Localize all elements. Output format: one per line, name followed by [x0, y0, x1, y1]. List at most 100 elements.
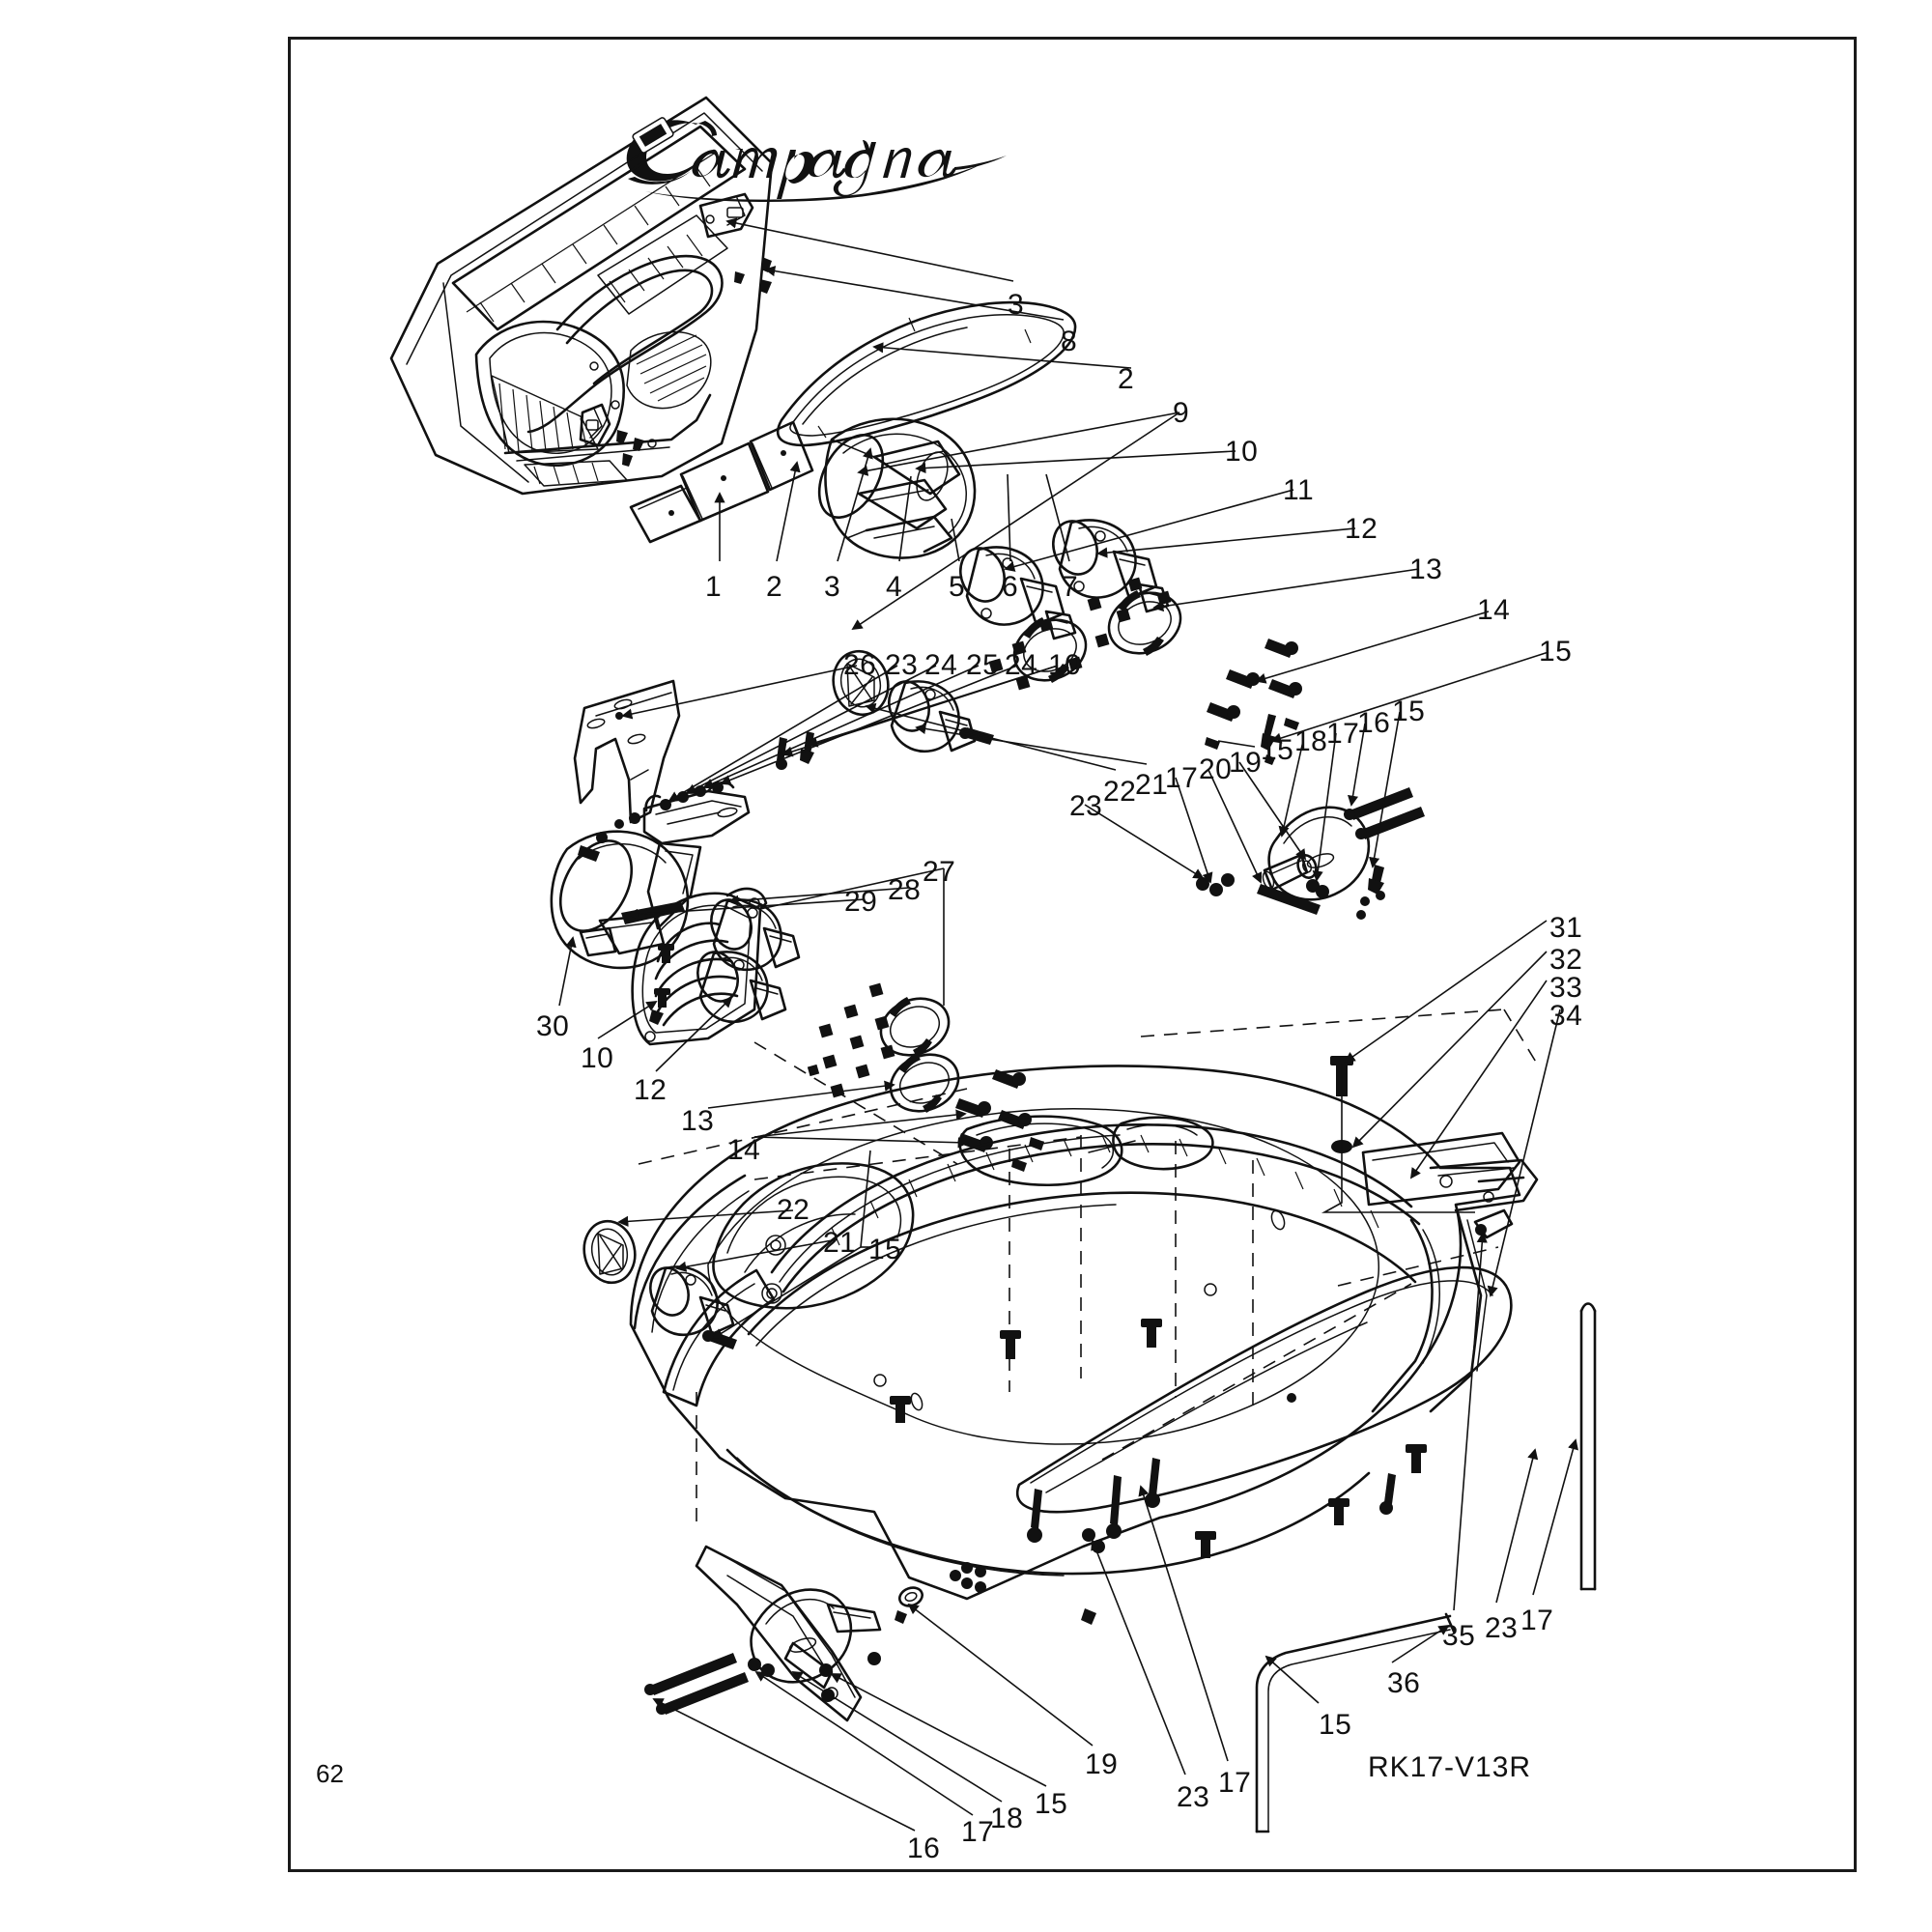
callout-17-e: 17 [1520, 1605, 1554, 1636]
callout-24: 24 [924, 649, 958, 681]
callout-21: 21 [1135, 769, 1169, 801]
callout-36: 36 [1387, 1667, 1421, 1699]
callout-9: 9 [1173, 397, 1190, 429]
pins-body-lower [950, 1562, 986, 1593]
roll-hoop-tube-36 [1255, 1612, 1456, 1833]
callout-6: 6 [1002, 571, 1019, 603]
trim-panels-5-6-7 [629, 420, 814, 544]
callout-10-c: 10 [581, 1042, 614, 1074]
callout-24-b: 24 [1005, 649, 1038, 681]
callout-17-c: 17 [961, 1816, 995, 1848]
callout-35: 35 [1442, 1620, 1476, 1652]
callout-4: 4 [886, 571, 903, 603]
callout-25: 25 [966, 649, 1000, 681]
pins-17-mid [1306, 879, 1329, 898]
callout-23: 23 [885, 649, 919, 681]
callout-22: 22 [1103, 776, 1137, 808]
rods-16-lower [644, 1653, 749, 1715]
callout-1: 1 [705, 571, 723, 603]
pin-15-lower-left [702, 1330, 737, 1350]
callout-30: 30 [536, 1010, 570, 1042]
pin-15-mid [959, 727, 994, 745]
pins-17-18-lower [748, 1610, 907, 1702]
fastener-cluster-8 [734, 257, 772, 294]
air-duct-housing-9-10 [817, 417, 977, 559]
callout-15: 15 [1539, 636, 1573, 668]
bolts-under-body [890, 1319, 1396, 1625]
callout-23-c: 23 [1177, 1781, 1210, 1813]
callout-29: 29 [844, 886, 878, 918]
callout-18-b: 18 [990, 1803, 1024, 1834]
callout-13: 13 [1409, 554, 1443, 585]
callout-33: 33 [1549, 972, 1583, 1004]
rod-20 [1257, 884, 1321, 915]
page-border-frame: .o{fill:none;stroke:#111;stroke-width:2.… [288, 37, 1857, 1872]
callout-13-b: 13 [681, 1105, 715, 1137]
callout-16: 16 [1357, 707, 1391, 739]
callout-15-e: 15 [1035, 1788, 1068, 1820]
callout-21-b: 21 [823, 1227, 857, 1259]
callout-11: 11 [1283, 474, 1315, 506]
callout-27: 27 [923, 856, 956, 888]
callout-10: 10 [1225, 436, 1259, 468]
bracket-lower-part-3 [579, 403, 611, 447]
fastener-cluster-23-24 [578, 781, 724, 862]
pins-17-left [1196, 873, 1235, 896]
callout-14: 14 [1477, 594, 1511, 626]
speaker-assembly-30 [550, 830, 702, 970]
weather-seal-part-2 [776, 300, 1077, 447]
bracket-26 [573, 679, 681, 824]
callout-15-f: 15 [1319, 1709, 1352, 1741]
callout-18: 18 [1294, 725, 1328, 757]
callout-23-d: 23 [1485, 1612, 1519, 1644]
callout-19-b: 19 [1085, 1748, 1119, 1780]
callout-17: 17 [1165, 762, 1199, 794]
speaker-ring-13-lower-b [889, 1053, 960, 1113]
plate-25 [642, 781, 751, 845]
speaker-ring-13-lower-a [879, 997, 951, 1057]
callout-17-d: 17 [1218, 1767, 1252, 1799]
callout-8: 8 [1061, 326, 1078, 357]
bolt-near-35 [1406, 1444, 1427, 1473]
clip-fastener-cluster-lower [807, 982, 895, 1098]
clip-fastener-cluster-upper [988, 577, 1172, 691]
callout-15-c: 15 [1392, 696, 1426, 727]
callout-7: 7 [1062, 571, 1079, 603]
callout-19: 19 [1229, 747, 1263, 779]
speaker-cup-22-lower [582, 1219, 637, 1285]
alignment-dashed-lines [638, 1009, 1538, 1527]
callout-3-top: 3 [1008, 289, 1025, 321]
speaker-ring-13-b [1107, 590, 1182, 656]
callout-3: 3 [824, 571, 841, 603]
callout-31: 31 [1549, 912, 1583, 944]
rear-spoiler-34 [1016, 1265, 1513, 1514]
callout-2-seal: 2 [1118, 363, 1135, 395]
callout-28: 28 [888, 874, 922, 906]
callout-12: 12 [1345, 513, 1378, 545]
callout-32: 32 [1549, 944, 1583, 976]
callout-34: 34 [1549, 1000, 1583, 1032]
callout-14-c: 14 [727, 1134, 761, 1166]
rods-16 [1344, 787, 1425, 839]
callout-20: 20 [1199, 753, 1233, 785]
callout-22-b: 22 [777, 1194, 810, 1226]
callout-2: 2 [766, 571, 783, 603]
callout-23-b: 23 [1069, 790, 1103, 822]
callout-12-b: 12 [634, 1074, 668, 1106]
exploded-view-artwork: .o{fill:none;stroke:#111;stroke-width:2.… [291, 40, 1860, 1875]
callout-26: 26 [843, 649, 877, 681]
door-panel-assembly [389, 96, 774, 496]
page-number: 62 [316, 1759, 344, 1788]
callout-5: 5 [949, 571, 966, 603]
bracket-part-3 [698, 192, 754, 239]
tube-17-right [1579, 1302, 1597, 1591]
pin-15-knob [1356, 865, 1385, 920]
callout-15-d: 15 [868, 1234, 902, 1265]
speaker-12-lower-b [696, 951, 787, 1024]
part-number: RK17-V13R [1368, 1751, 1532, 1783]
callout-16-b: 16 [907, 1833, 941, 1864]
fastener-cluster-4 [616, 430, 644, 467]
deck-lip-33 [1361, 1131, 1521, 1207]
pins-23-bottom [1082, 1528, 1105, 1553]
